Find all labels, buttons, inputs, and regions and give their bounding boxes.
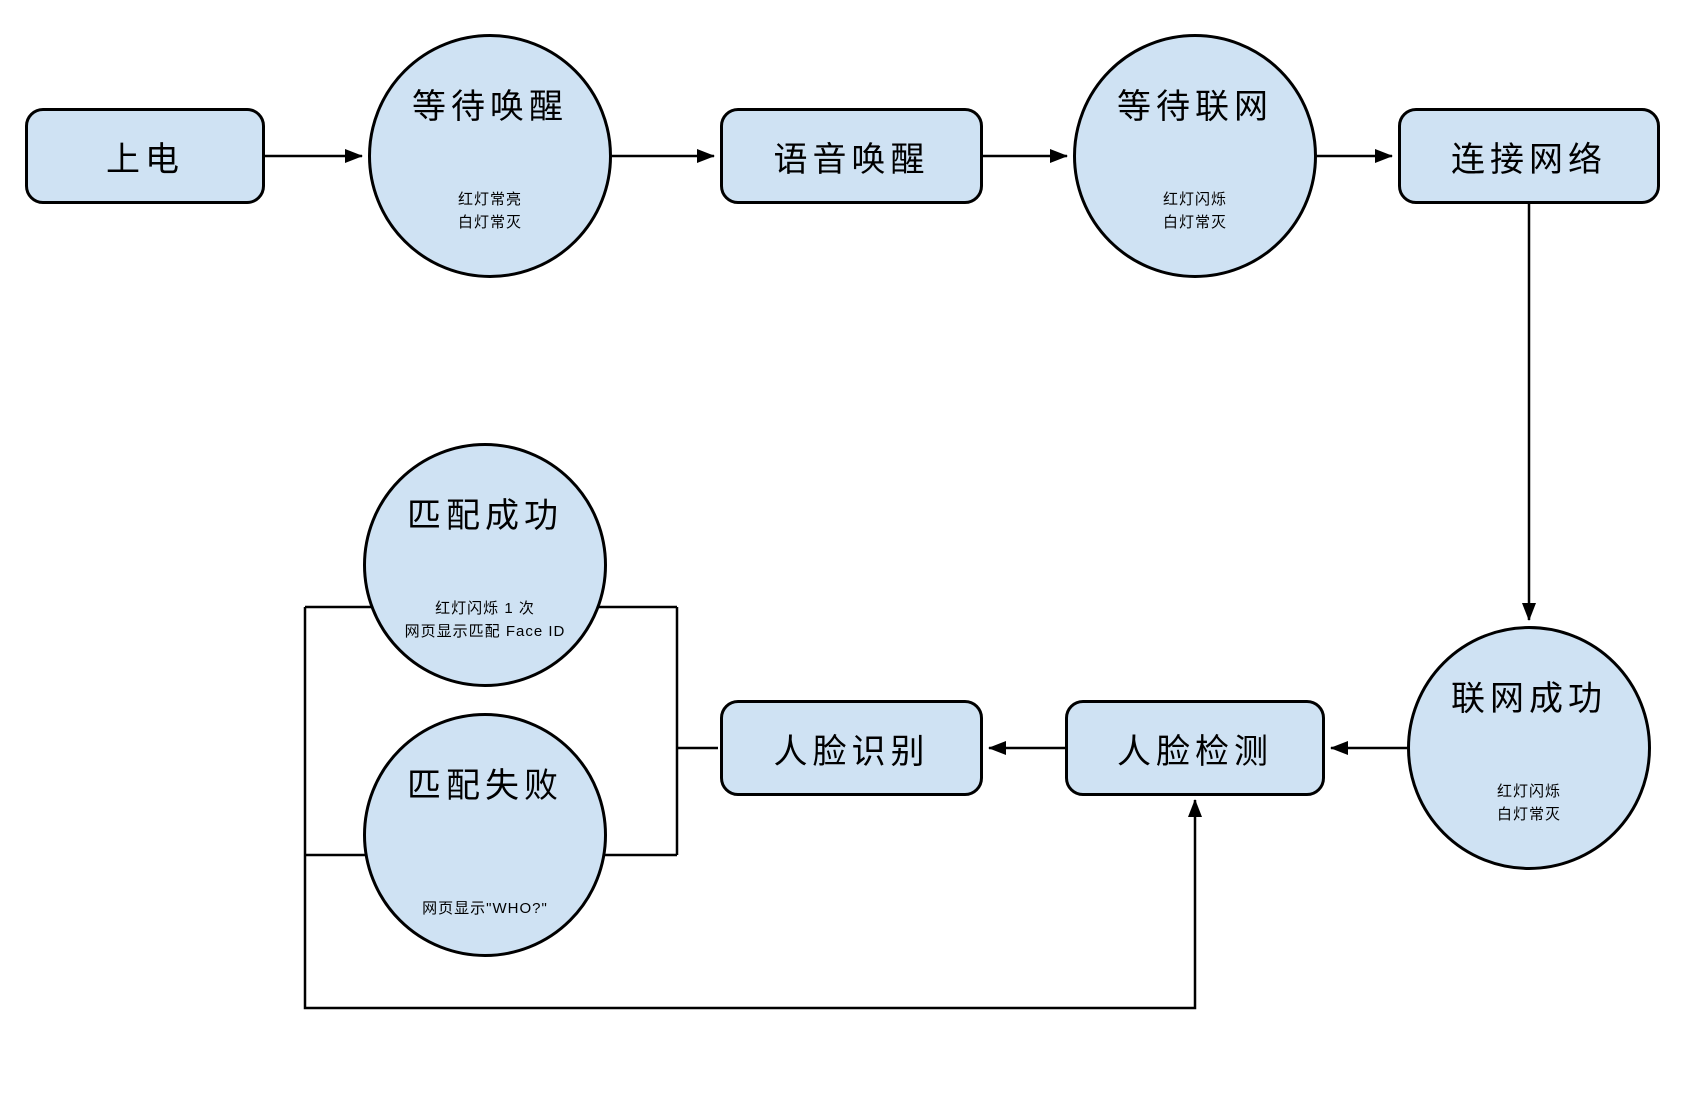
- node-wait-network: 等待联网 红灯闪烁 白灯常灭: [1073, 34, 1317, 278]
- node-match-fail-label: 匹配失败: [407, 767, 563, 805]
- edge-loop-to-face-detect: [303, 607, 1202, 1010]
- node-face-recognize: 人脸识别: [720, 700, 983, 796]
- node-network-success-sublabel: 红灯闪烁 白灯常灭: [1496, 783, 1561, 823]
- node-face-recognize-label: 人脸识别: [773, 732, 930, 771]
- node-match-success-label: 匹配成功: [407, 497, 563, 535]
- node-match-success: 匹配成功 红灯闪烁 1 次 网页显示匹配 Face ID: [363, 443, 607, 687]
- node-voice-wake-label: 语音唤醒: [773, 140, 930, 179]
- node-match-fail-sublabel: 网页显示"WHO?": [422, 900, 548, 917]
- node-connect-network: 连接网络: [1398, 108, 1660, 204]
- node-wait-network-label: 等待联网: [1117, 88, 1273, 126]
- node-network-success: 联网成功 红灯闪烁 白灯常灭: [1407, 626, 1651, 870]
- node-wait-wake-label: 等待唤醒: [412, 88, 568, 126]
- node-network-success-label: 联网成功: [1451, 680, 1607, 718]
- node-face-detect: 人脸检测: [1065, 700, 1325, 796]
- node-wait-network-sublabel: 红灯闪烁 白灯常灭: [1162, 191, 1227, 231]
- node-match-success-sublabel: 红灯闪烁 1 次 网页显示匹配 Face ID: [404, 600, 566, 640]
- node-wait-wake: 等待唤醒 红灯常亮 白灯常灭: [368, 34, 612, 278]
- node-face-detect-label: 人脸检测: [1117, 732, 1273, 771]
- node-connect-network-label: 连接网络: [1451, 140, 1607, 179]
- node-voice-wake: 语音唤醒: [720, 108, 983, 204]
- node-match-fail: 匹配失败 网页显示"WHO?": [363, 713, 607, 957]
- node-power-on: 上电: [25, 108, 265, 204]
- node-power-on-label: 上电: [106, 140, 184, 179]
- node-wait-wake-sublabel: 红灯常亮 白灯常灭: [457, 191, 522, 231]
